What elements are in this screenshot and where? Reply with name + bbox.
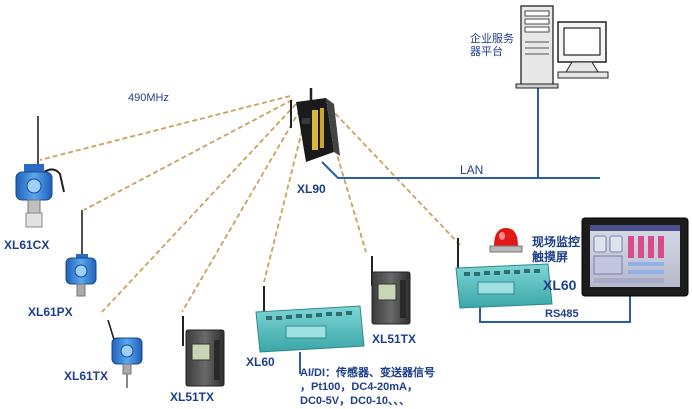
link-xl51tx-left <box>181 109 301 313</box>
link-xl61px <box>83 99 293 211</box>
xl60-mid-device <box>255 286 365 353</box>
xl61cx-sensor <box>15 116 65 228</box>
rs485-label: RS485 <box>545 308 579 320</box>
wireless-links <box>39 95 461 313</box>
server-label-line1: 企业服务 <box>470 33 514 45</box>
xl90-gateway <box>290 88 340 162</box>
link-xl60-right <box>329 107 461 246</box>
xl61px-sensor <box>65 210 97 297</box>
touch-screen-hmi <box>581 217 689 297</box>
ai-di-line1: AI/DI：传感器、变送器信号 <box>300 367 436 379</box>
xl61cx-label: XL61CX <box>4 238 50 252</box>
link-xl61cx <box>39 95 291 161</box>
xl51tx-left-device <box>182 316 225 387</box>
rs485-line <box>479 294 631 323</box>
xl51tx-right-device <box>371 256 411 325</box>
wired-links <box>299 82 631 374</box>
lan-line <box>321 161 600 179</box>
alarm-light <box>489 228 523 253</box>
xl51tx-right-label: XL51TX <box>372 332 417 346</box>
xl61tx-sensor <box>107 319 143 388</box>
ai-di-description: AI/DI：传感器、变送器信号 ，Pt100，DC4-20mA， DC0-5V，… <box>300 366 435 408</box>
xl60-right-device <box>455 238 553 309</box>
link-xl51tx-right <box>325 117 367 253</box>
ai-di-line2: ，Pt100，DC4-20mA， <box>300 381 418 393</box>
lan-label: LAN <box>460 163 484 177</box>
server-label-line2: 器平台 <box>470 46 503 58</box>
xl90-label: XL90 <box>297 182 326 196</box>
frequency-label: 490MHz <box>128 92 169 104</box>
ai-di-line3: DC0-5V，DC0-10、、、 <box>300 395 411 407</box>
xl60-mid-label: XL60 <box>246 355 275 369</box>
xl61tx-label: XL61TX <box>64 369 109 383</box>
xl51tx-left-label: XL51TX <box>170 390 215 404</box>
touch-label-line1: 现场监控 <box>532 235 581 249</box>
xl61px-label: XL61PX <box>28 305 73 319</box>
link-xl60-mid <box>263 114 307 283</box>
touch-label-line2: 触摸屏 <box>532 250 569 264</box>
xl60-right-label: XL60 <box>543 277 577 293</box>
link-xl61tx <box>101 103 297 313</box>
server-computer <box>515 5 609 89</box>
